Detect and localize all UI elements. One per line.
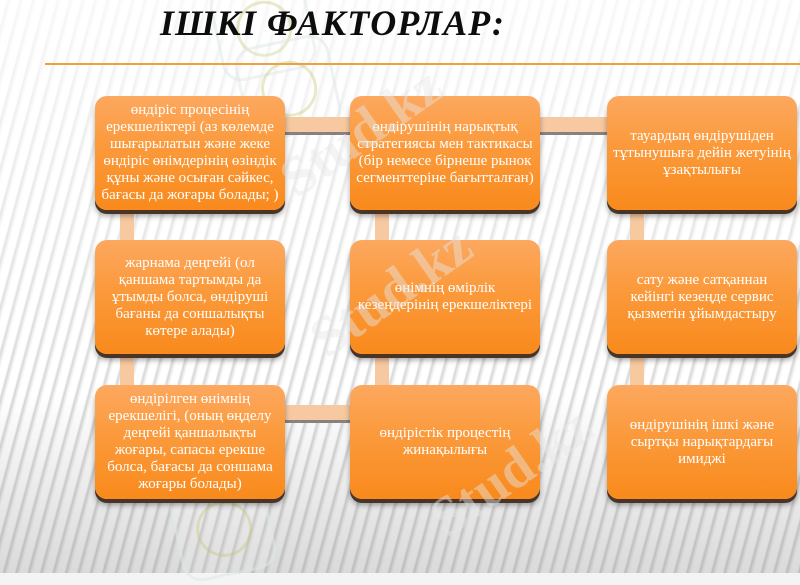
factor-text: өндірушінің ішкі және сыртқы нарықтардағ… xyxy=(629,416,775,467)
factor-box-life-cycle: өнімнің өмірлік кезеңдерінің ерекшелікте… xyxy=(350,240,540,354)
connector-line xyxy=(630,355,644,390)
factor-box-after-sales-service: сату және сатқаннан кейінгі кезеңде серв… xyxy=(607,240,797,354)
factor-box-product-feature: өндірілген өнімнің ерекшелігі, (оның өңд… xyxy=(95,385,285,499)
factor-text: жарнама деңгейі (ол қаншама тартымды да … xyxy=(111,254,269,339)
connector-line xyxy=(375,355,389,390)
connector-line xyxy=(120,210,134,245)
factor-box-advertising-level: жарнама деңгейі (ол қаншама тартымды да … xyxy=(95,240,285,354)
factor-text: өндірілген өнімнің ерекшелігі, (оның өңд… xyxy=(107,391,273,492)
factor-box-producer-image: өндірушінің ішкі және сыртқы нарықтардағ… xyxy=(607,385,797,499)
factor-text: өндіріс процесінің ерекшеліктері (аз көл… xyxy=(101,102,279,203)
factor-box-production-process: өндіріс процесінің ерекшеліктері (аз көл… xyxy=(95,96,285,210)
factor-text: өнімнің өмірлік кезеңдерінің ерекшелікте… xyxy=(357,280,533,313)
slide-title: ІШКІ ФАКТОРЛАР: xyxy=(160,3,505,43)
factor-box-delivery-duration: тауардың өндірушіден тұтынушыға дейін же… xyxy=(607,96,797,210)
connector-line xyxy=(285,117,350,135)
factor-box-process-compactness: өндірістік процестің жинақылығы xyxy=(350,385,540,499)
factor-box-market-strategy: өндірушінің нарықтық стратегиясы мен так… xyxy=(350,96,540,210)
factor-text: сату және сатқаннан кейінгі кезеңде серв… xyxy=(627,271,777,322)
title-underline xyxy=(45,63,800,65)
connector-line xyxy=(375,210,389,245)
factor-text: өндірушінің нарықтық стратегиясы мен так… xyxy=(356,119,534,186)
connector-line xyxy=(285,405,350,423)
factor-text: өндірістік процестің жинақылығы xyxy=(379,425,511,458)
factor-text: тауардың өндірушіден тұтынушыға дейін же… xyxy=(613,127,791,178)
connector-line xyxy=(630,210,644,245)
connector-line xyxy=(540,117,610,135)
connector-line xyxy=(120,355,134,390)
